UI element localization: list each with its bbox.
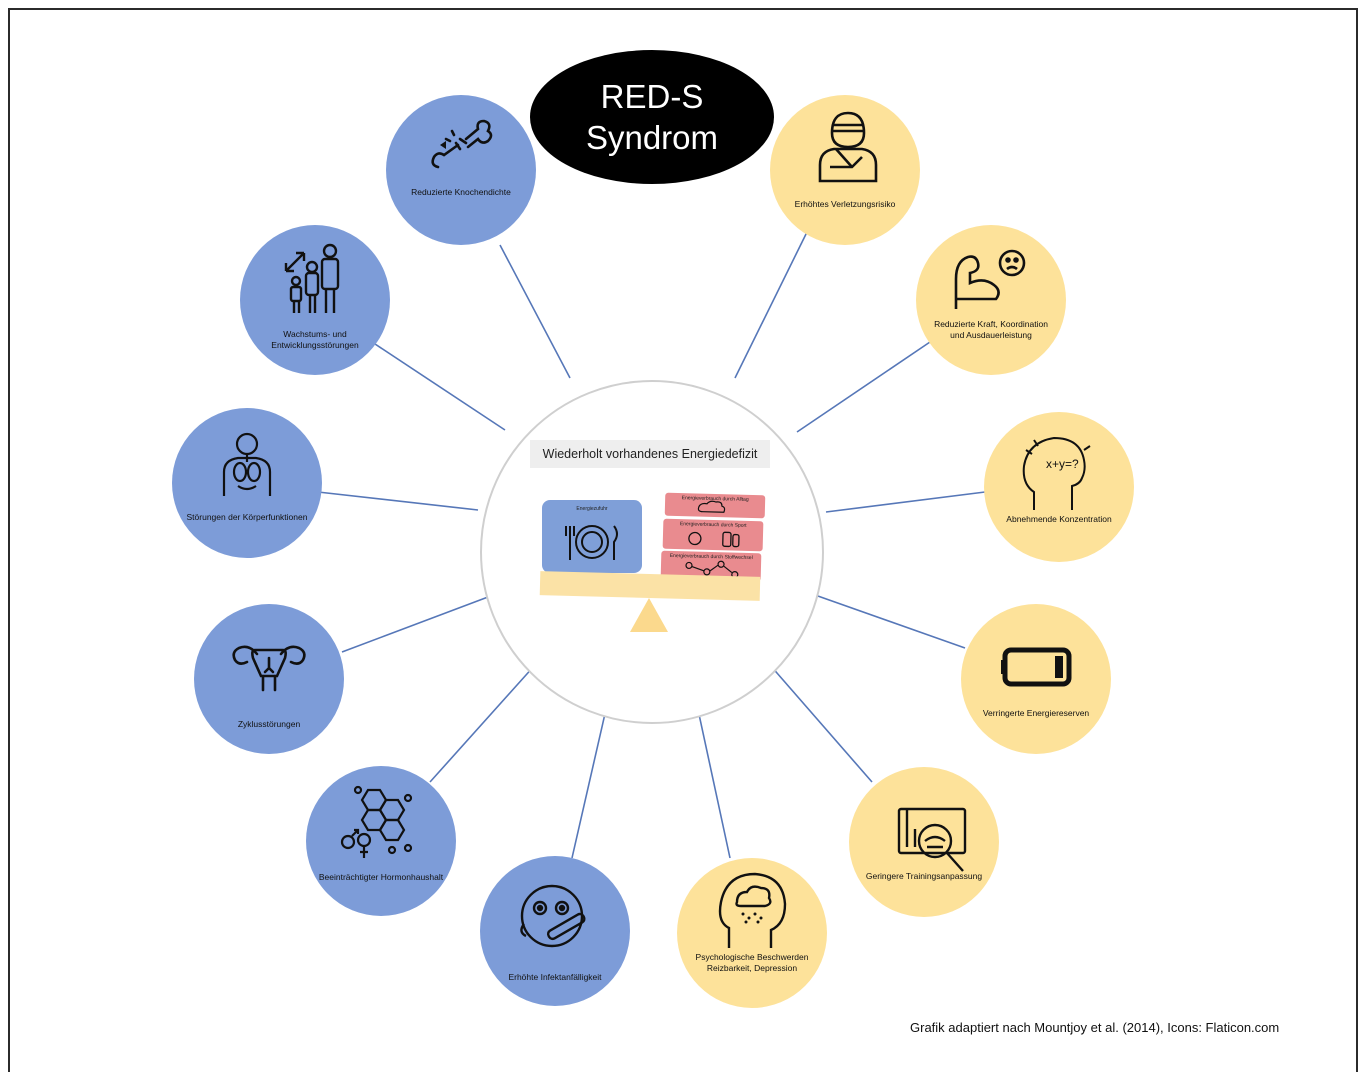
node-injury: Erhöhtes Verletzungsrisiko [770, 95, 920, 245]
thinking-head-icon: x+y=? [1022, 436, 1091, 510]
svg-text:x+y=?: x+y=? [1046, 457, 1079, 471]
node-bone-density-label: Reduzierte Knochendichte [411, 187, 511, 197]
energy-intake-label: Energiezufuhr [576, 506, 608, 512]
connector-body [317, 491, 479, 511]
node-infection: Erhöhte Infektanfälligkeit [480, 856, 630, 1006]
connector-energy [814, 594, 966, 649]
connector-infection [571, 704, 608, 859]
low-battery-icon [1001, 647, 1072, 687]
hormone-molecule-icon [340, 785, 413, 858]
connector-training [769, 664, 873, 783]
node-concentration-label: Abnehmende Konzentration [1006, 514, 1112, 524]
magnifier-chart-icon [897, 807, 967, 872]
node-growth: Wachstums- und Entwicklungsstörungen [240, 225, 390, 375]
energy-deficit-circle [480, 380, 824, 724]
node-growth-label: Wachstums- und Entwicklungsstörungen [271, 329, 359, 350]
node-body-functions: Störungen der Körperfunktionen [172, 408, 322, 558]
connector-injury [734, 229, 809, 379]
node-energy-label: Verringerte Energiereserven [982, 708, 1090, 718]
balance-fulcrum [630, 598, 668, 632]
head-rain-cloud-icon [718, 872, 787, 948]
sport-gear-icon [688, 531, 740, 548]
node-energy: Verringerte Energiereserven [961, 604, 1111, 754]
node-injury-label: Erhöhtes Verletzungsrisiko [794, 199, 896, 209]
injured-person-icon [818, 111, 878, 183]
broken-bone-icon [431, 119, 493, 169]
title-line1: RED-S [600, 78, 704, 115]
connector-psych [696, 704, 731, 859]
demand-box-sport: Energieverbrauch durch Sport [662, 518, 764, 552]
node-concentration: x+y=? Abnehmende Konzentration [984, 412, 1134, 562]
uterus-icon [232, 645, 306, 692]
node-training-label: Geringere Trainingsanpassung [865, 871, 983, 881]
node-body-functions-label: Störungen der Körperfunktionen [186, 512, 308, 522]
node-hormone: Beeinträchtigter Hormonhaushalt [306, 766, 456, 916]
demand-box-daily: Energieverbrauch durch Alltag [664, 492, 766, 519]
node-hormone-label: Beeinträchtigter Hormonhaushalt [318, 872, 444, 882]
connector-growth [371, 341, 506, 431]
connector-bone [499, 244, 571, 379]
node-cycle: Zyklusstörungen [194, 604, 344, 754]
connector-cycle [341, 596, 489, 653]
node-training: Geringere Trainingsanpassung [849, 767, 999, 917]
node-strength: Reduzierte Kraft, Koordination und Ausda… [916, 225, 1066, 375]
connector-hormone [429, 664, 536, 783]
growth-family-icon [284, 243, 340, 313]
node-psych-label: Psychologische Beschwerden Reizbarkeit, … [695, 952, 809, 973]
title-oval: RED-S Syndrom [530, 50, 774, 184]
cloud-icon [697, 500, 726, 513]
node-strength-label: Reduzierte Kraft, Koordination und Ausda… [934, 319, 1048, 340]
node-bone-density: Reduzierte Knochendichte [386, 95, 536, 245]
node-cycle-label: Zyklusstörungen [237, 719, 301, 729]
sick-thermometer-icon [520, 884, 586, 948]
connector-strength [796, 341, 931, 433]
weak-arm-icon [954, 249, 1026, 309]
node-infection-label: Erhöhte Infektanfälligkeit [508, 972, 602, 982]
energy-deficit-label: Wiederholt vorhandenes Energiedefizit [530, 440, 770, 468]
title-line2: Syndrom [585, 119, 719, 156]
connector-concentration [825, 491, 986, 513]
node-psych: Psychologische Beschwerden Reizbarkeit, … [677, 858, 827, 1008]
plate-cutlery-icon [565, 525, 618, 560]
body-organs-icon [222, 432, 272, 496]
source-credit: Grafik adaptiert nach Mountjoy et al. (2… [910, 1020, 1280, 1035]
energy-intake-box: Energiezufuhr [542, 500, 642, 573]
